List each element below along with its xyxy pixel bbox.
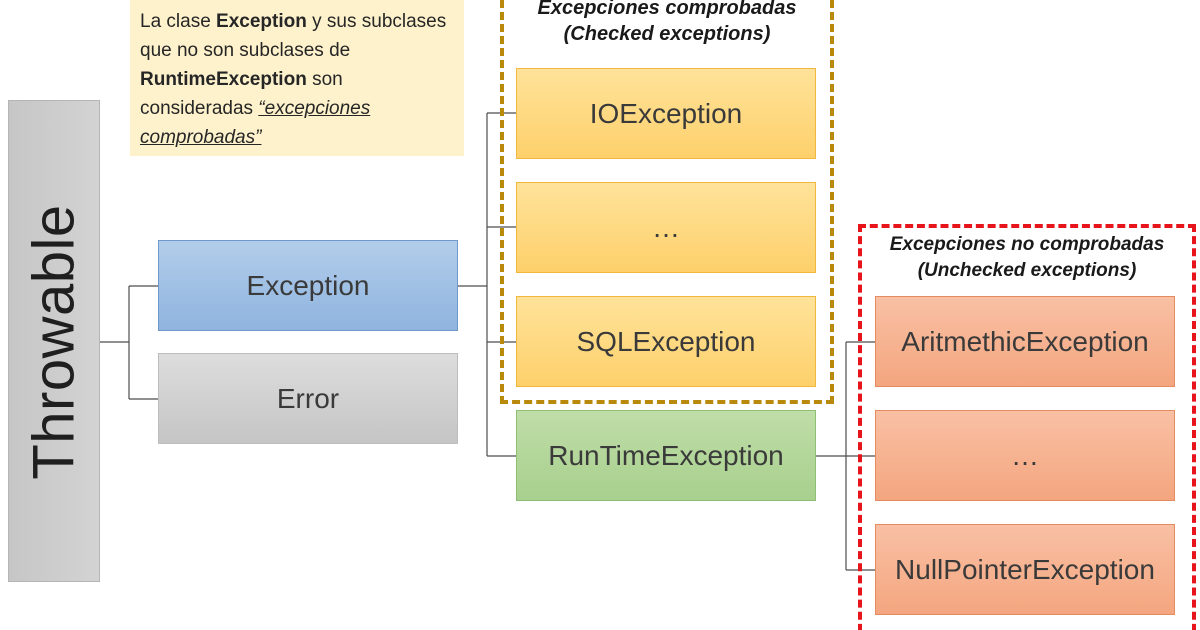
error-box: Error	[158, 353, 458, 444]
aritmethicexception-box: AritmethicException	[875, 296, 1175, 387]
ioexception-box: IOException	[516, 68, 816, 159]
sqlexception-box: SQLException	[516, 296, 816, 387]
ioexception-label: IOException	[589, 97, 743, 129]
throwable-box	[8, 100, 100, 582]
error-label: Error	[276, 382, 340, 414]
checked-title-line-1: Excepciones comprobadas	[537, 0, 797, 19]
exception-label: Exception	[246, 269, 370, 301]
checked-exceptions-title: Excepciones comprobadas (Checked excepti…	[500, 0, 834, 47]
throwable-label: Throwable	[21, 204, 87, 480]
note-bold-exception: Exception	[216, 11, 307, 32]
nullpointerexception-label: NullPointerException	[895, 553, 1155, 585]
note-text-3: son consideradas	[140, 69, 343, 119]
unchecked-ellipsis-label: …	[1011, 439, 1039, 471]
aritmethicexception-label: AritmethicException	[901, 325, 1149, 357]
exception-box: Exception	[158, 240, 458, 331]
runtimeexception-box: RunTimeException	[516, 410, 816, 501]
note-text-2: y sus subclases que no son subclases de	[140, 11, 447, 61]
checked-ellipsis-label: …	[652, 211, 680, 243]
checked-exceptions-frame	[500, 0, 834, 404]
unchecked-title-line-1: Excepciones no comprobadas	[889, 234, 1165, 255]
checked-ellipsis-box: …	[516, 182, 816, 273]
sqlexception-label: SQLException	[576, 325, 756, 357]
note-bold-runtimeexception: RuntimeException	[140, 69, 307, 90]
unchecked-ellipsis-box: …	[875, 410, 1175, 501]
unchecked-title-line-2: (Unchecked exceptions)	[917, 260, 1137, 281]
note-text-1: La clase	[140, 11, 217, 32]
checked-title-line-2: (Checked exceptions)	[563, 23, 771, 45]
unchecked-exceptions-frame	[858, 224, 1196, 630]
checked-exceptions-note: La clase Exception y sus subclases que n…	[130, 0, 464, 156]
note-emphasis: “excepciones comprobadas”	[140, 98, 371, 148]
unchecked-exceptions-title: Excepciones no comprobadas (Unchecked ex…	[858, 232, 1196, 284]
runtimeexception-label: RunTimeException	[548, 439, 784, 471]
nullpointerexception-box: NullPointerException	[875, 524, 1175, 615]
